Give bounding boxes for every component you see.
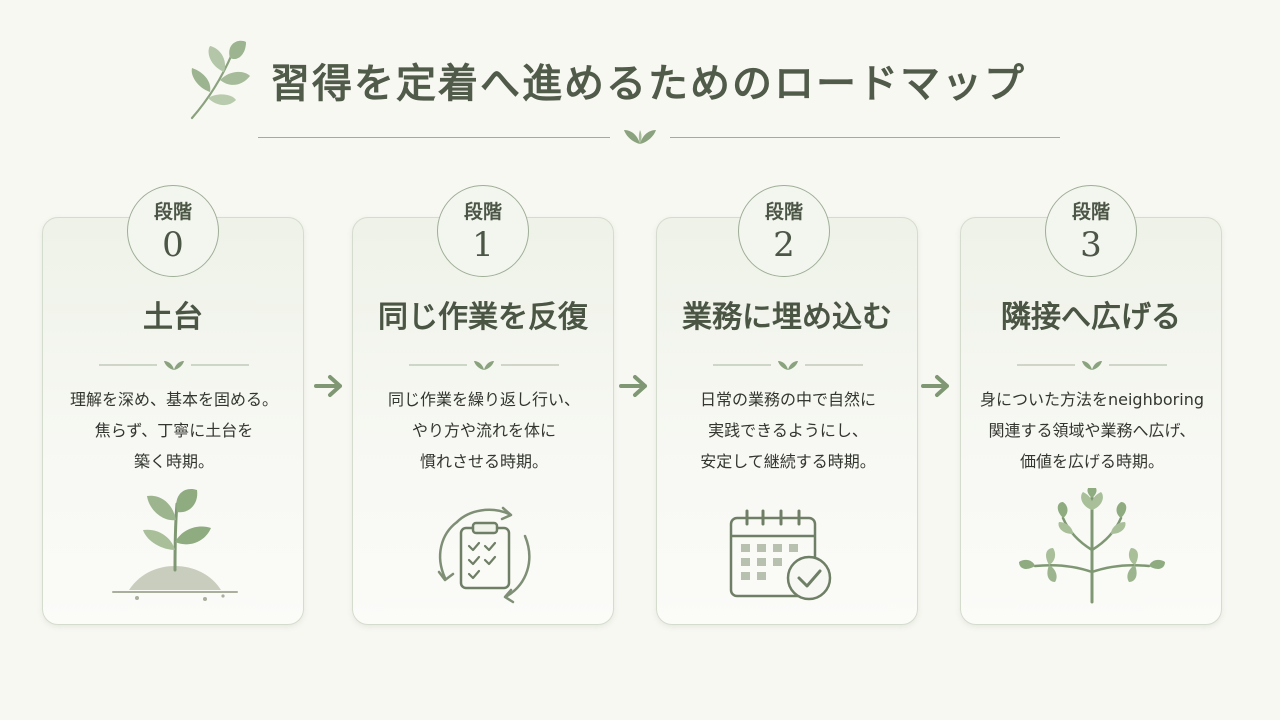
description-line: 理解を深め、基本を固める。 — [69, 390, 278, 409]
stage-badge-1: 段階 1 — [437, 185, 529, 277]
branching-plant-icon — [1019, 488, 1165, 604]
description-line: 日常の業務の中で自然に — [699, 390, 876, 409]
arrow-right-icon — [314, 375, 342, 397]
description-line: 焦らず、丁寧に土台を — [94, 421, 254, 440]
stage-description: 身についた方法をneighboring 関連する領域や業務へ広げ、 価値を広げる… — [971, 384, 1213, 477]
description-line: 安定して継続する時期。 — [700, 452, 876, 471]
description-line: やり方や流れを体に — [411, 421, 556, 440]
stage-badge-label: 段階 — [1071, 201, 1110, 223]
stage-divider — [1017, 361, 1167, 370]
stage-description: 日常の業務の中で自然に 実践できるようにし、 安定して継続する時期。 — [667, 384, 909, 477]
description-line: 同じ作業を繰り返し行い、 — [387, 390, 580, 409]
stage-card-1: 同じ作業を反復 同じ作業を繰り返し行い、 やり方や流れを体に 慣れさせる時期。 — [352, 217, 614, 625]
description-line: 身についた方法をneighboring — [980, 390, 1204, 409]
calendar-check-icon — [729, 509, 832, 601]
leaf-sprig-icon — [190, 40, 250, 120]
stage-badge-label: 段階 — [463, 201, 502, 223]
stage-number: 0 — [162, 225, 184, 265]
stage-title: 業務に埋め込む — [682, 300, 892, 335]
description-line: 関連する領域や業務へ広げ、 — [988, 421, 1196, 440]
clipboard-cycle-icon — [437, 506, 531, 604]
stage-title: 隣接へ広げる — [1001, 300, 1181, 335]
arrow-right-icon — [619, 375, 647, 397]
seedling-in-soil-icon — [112, 488, 238, 601]
stage-badge-2: 段階 2 — [738, 185, 830, 277]
leaf-ornament-icon — [624, 130, 656, 144]
stage-divider — [409, 361, 559, 370]
stage-number: 1 — [472, 225, 494, 265]
stage-divider — [99, 361, 249, 370]
stage-title: 土台 — [143, 300, 203, 335]
stage-description: 理解を深め、基本を固める。 焦らず、丁寧に土台を 築く時期。 — [53, 384, 295, 477]
arrow-right-icon — [921, 375, 949, 397]
stage-card-3: 隣接へ広げる 身についた方法をneighboring 関連する領域や業務へ広げ、… — [960, 217, 1222, 625]
page-title: 習得を定着へ進めるためのロードマップ — [270, 60, 1026, 107]
stage-badge-0: 段階 0 — [127, 185, 219, 277]
stage-badge-label: 段階 — [764, 201, 803, 223]
stage-divider — [713, 361, 863, 370]
description-line: 築く時期。 — [133, 452, 214, 471]
stage-number: 2 — [773, 225, 795, 265]
header-divider-left — [258, 137, 610, 138]
stage-title: 同じ作業を反復 — [378, 300, 588, 335]
stage-badge-3: 段階 3 — [1045, 185, 1137, 277]
stage-card-2: 業務に埋め込む 日常の業務の中で自然に 実践できるようにし、 安定して継続する時… — [656, 217, 918, 625]
description-line: 慣れさせる時期。 — [419, 452, 548, 471]
header: 習得を定着へ進めるためのロードマップ — [0, 0, 1280, 160]
description-line: 価値を広げる時期。 — [1019, 452, 1164, 471]
header-divider-right — [670, 137, 1060, 138]
description-line: 実践できるようにし、 — [708, 421, 868, 440]
stage-number: 3 — [1080, 225, 1102, 265]
stage-card-0: 土台 理解を深め、基本を固める。 焦らず、丁寧に土台を 築く時期。 — [42, 217, 304, 625]
stage-description: 同じ作業を繰り返し行い、 やり方や流れを体に 慣れさせる時期。 — [363, 384, 605, 477]
stage-badge-label: 段階 — [153, 201, 192, 223]
